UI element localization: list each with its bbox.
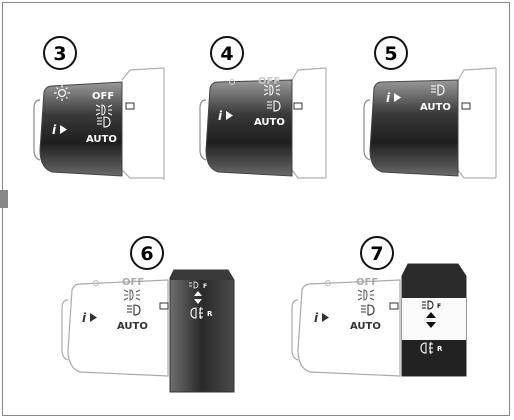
auto-label: AUTO	[254, 117, 285, 128]
svg-text:i: i	[52, 123, 57, 137]
headlight-icon	[267, 100, 281, 112]
sidelight-icon	[95, 104, 113, 116]
svg-text:i: i	[218, 109, 223, 123]
info-arrow-icon: i	[386, 91, 401, 105]
info-arrow-icon: i	[52, 123, 67, 137]
step-number-4: 4	[220, 43, 233, 65]
info-arrow-icon: i	[82, 311, 97, 325]
front-fog-icon	[189, 281, 199, 289]
off-label: OFF	[356, 277, 378, 288]
sun-icon	[325, 280, 331, 286]
front-fog-label: F	[437, 303, 441, 310]
headlight-icon	[97, 116, 111, 128]
svg-text:i: i	[82, 311, 87, 325]
auto-label: AUTO	[350, 321, 381, 332]
step-badge-4	[210, 36, 244, 70]
rear-fog-icon	[420, 341, 433, 355]
column-marker	[389, 302, 399, 310]
fog-ring-lower	[402, 340, 466, 376]
page-edge-tab	[0, 190, 8, 208]
lever-end-cap	[33, 99, 41, 161]
off-label: OFF	[122, 277, 144, 288]
step-badge-5	[374, 36, 408, 70]
steering-column-outline	[457, 67, 497, 179]
headlight-icon	[431, 84, 445, 96]
lever-body	[297, 279, 401, 377]
headlight-icon	[127, 304, 141, 316]
fog-ring-window	[402, 298, 466, 340]
steering-column-outline	[121, 67, 165, 180]
fog-ring-top	[170, 270, 234, 280]
up-down-arrows-icon	[194, 291, 202, 304]
sidelight-icon	[123, 289, 141, 301]
fog-ring[interactable]	[169, 269, 235, 393]
fog-ring-top	[402, 264, 466, 298]
step-number-5: 5	[384, 43, 397, 65]
step-number-3: 3	[53, 43, 66, 65]
panel-3: 3 OFF AUTO i	[33, 36, 165, 180]
step-number-7: 7	[370, 243, 383, 265]
step-badge-6	[130, 236, 164, 270]
lever-body	[67, 279, 169, 377]
sun-icon	[54, 85, 70, 101]
headlight-icon	[361, 304, 375, 316]
step-number-6: 6	[140, 243, 153, 265]
lever-end-cap	[61, 299, 69, 361]
front-fog-icon	[422, 300, 434, 310]
panel-6: 6 OFF AUTO i F	[61, 236, 235, 393]
svg-text:i: i	[386, 91, 391, 105]
sidelight-icon	[263, 84, 281, 96]
info-arrow-icon: i	[218, 109, 233, 123]
panel-5: 5 AUTO i	[363, 36, 497, 179]
lever-body	[205, 79, 293, 177]
auto-label: AUTO	[117, 321, 148, 332]
sun-icon	[229, 79, 235, 85]
svg-text:i: i	[314, 311, 319, 325]
rear-fog-label: R	[437, 345, 443, 353]
auto-label: AUTO	[86, 134, 117, 145]
lever-end-cap	[199, 99, 207, 161]
auto-label: AUTO	[420, 102, 451, 113]
off-label: OFF	[258, 76, 280, 87]
step-badge-3	[43, 36, 77, 70]
lever-body	[369, 79, 459, 177]
rear-fog-label: R	[207, 310, 213, 318]
panel-4: 4 OFF AUTO i	[199, 36, 327, 179]
off-label: OFF	[92, 91, 114, 102]
column-marker	[125, 102, 135, 110]
lever-end-cap	[291, 299, 299, 361]
panel-7: 7 OFF AUTO i F	[291, 236, 467, 377]
column-marker	[293, 102, 303, 110]
up-down-arrows-icon	[426, 312, 436, 328]
rear-fog-icon	[190, 306, 203, 320]
column-marker	[159, 302, 169, 310]
step-badge-7	[360, 236, 394, 270]
front-fog-label: F	[203, 283, 207, 290]
info-arrow-icon: i	[314, 311, 329, 325]
sidelight-icon	[357, 289, 375, 301]
column-marker	[461, 102, 471, 110]
steering-column-outline	[291, 67, 327, 179]
sun-icon	[93, 280, 99, 286]
lever-end-cap	[363, 99, 371, 161]
